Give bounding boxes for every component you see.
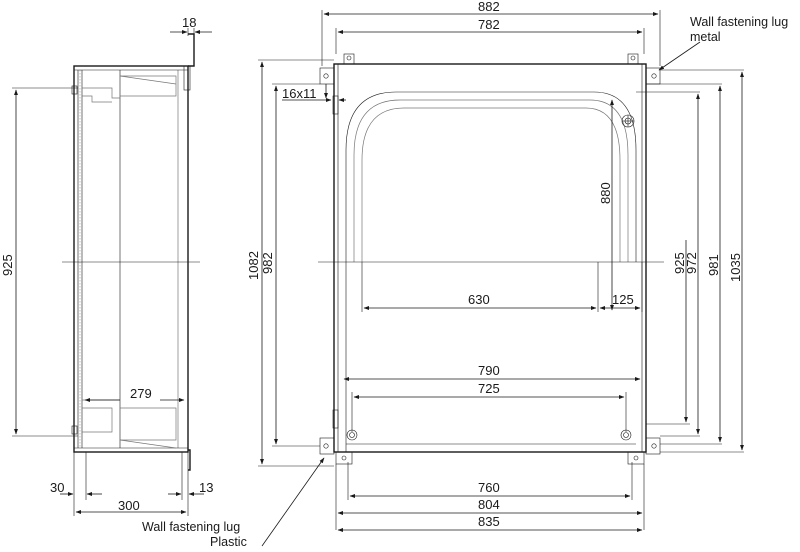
wall-lug-plastic-bottom-right (627, 451, 645, 465)
dim-front-882: 882 (478, 0, 500, 14)
side-view-hinge-bottom (71, 425, 78, 435)
dim-front-835: 835 (478, 514, 500, 529)
dim-front-782: 782 (478, 17, 500, 32)
callout-plastic-lug: Wall fastening lug Plastic (142, 457, 325, 549)
wall-lug-metal-top-left (343, 53, 355, 65)
front-view: 882 782 16x11 1082 982 880 630 125 (246, 0, 744, 532)
callout-metal-lug-line1: Wall fastening lug (690, 15, 788, 29)
front-view-body (333, 63, 647, 453)
side-view-hinge-top (71, 85, 78, 95)
dim-front-925: 925 (672, 252, 687, 274)
dim-side-30: 30 (50, 480, 64, 495)
dim-front-slot: 16x11 (282, 86, 316, 101)
wall-lug-plastic-bottom-left (335, 451, 353, 465)
dim-front-982: 982 (260, 252, 275, 274)
dim-front-1082: 1082 (246, 251, 261, 280)
side-view-wall-lug-top (188, 33, 195, 67)
dim-side-925: 925 (0, 254, 15, 276)
front-view-mounting-frame (345, 91, 637, 452)
dim-front-790: 790 (478, 363, 500, 378)
dim-side-300: 300 (118, 498, 140, 513)
dim-side-279: 279 (130, 386, 152, 401)
callout-plastic-lug-line1: Wall fastening lug (142, 520, 240, 534)
side-view: 18 925 279 30 13 300 (0, 15, 213, 516)
dim-front-981: 981 (706, 254, 721, 276)
dim-front-972: 972 (684, 252, 699, 274)
callout-metal-lug: Wall fastening lug metal (658, 15, 788, 71)
earth-bolt-icon (621, 114, 635, 128)
dim-front-125: 125 (612, 292, 634, 307)
front-view-hinge-top (332, 95, 339, 115)
wall-lug-plastic-side-right (645, 437, 661, 455)
dim-front-804: 804 (478, 497, 500, 512)
callout-plastic-lug-line2: Plastic (210, 535, 247, 549)
wall-lug-plastic-side-left (319, 437, 335, 455)
dim-front-725: 725 (478, 381, 500, 396)
wall-lug-metal-top-right (627, 53, 639, 65)
front-view-hinge-bottom (332, 409, 339, 429)
dim-side-18: 18 (182, 15, 196, 30)
wall-lug-metal-side-right (645, 67, 661, 85)
dim-front-760: 760 (478, 480, 500, 495)
side-view-door-edge (77, 70, 83, 448)
callout-metal-lug-line2: metal (690, 30, 721, 44)
dim-side-13: 13 (199, 480, 213, 495)
dim-front-630: 630 (468, 292, 490, 307)
side-view-body (73, 65, 189, 453)
side-view-wall-lug-bottom (188, 449, 191, 471)
wall-lug-metal-side-left (319, 67, 335, 85)
dim-front-880: 880 (598, 182, 613, 204)
dim-front-1035: 1035 (728, 253, 743, 282)
